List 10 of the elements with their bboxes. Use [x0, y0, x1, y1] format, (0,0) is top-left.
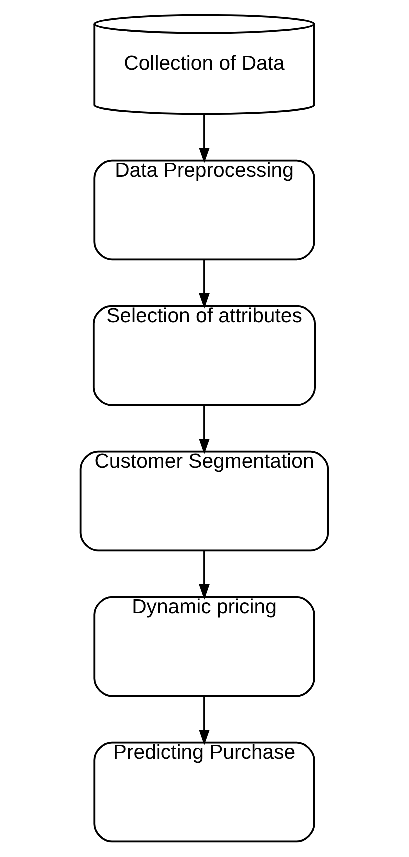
arrow — [199, 260, 210, 309]
node-box: Data Preprocessing — [94, 160, 316, 261]
node-box: Predicting Purchase — [94, 742, 316, 843]
node-box: Dynamic pricing — [94, 596, 316, 698]
node-box: Customer Segmentation — [80, 450, 330, 552]
node-box: Selection of attributes — [92, 305, 316, 406]
arrow — [199, 550, 210, 600]
arrow — [199, 696, 210, 746]
arrow — [199, 405, 210, 454]
arrow — [199, 114, 210, 164]
